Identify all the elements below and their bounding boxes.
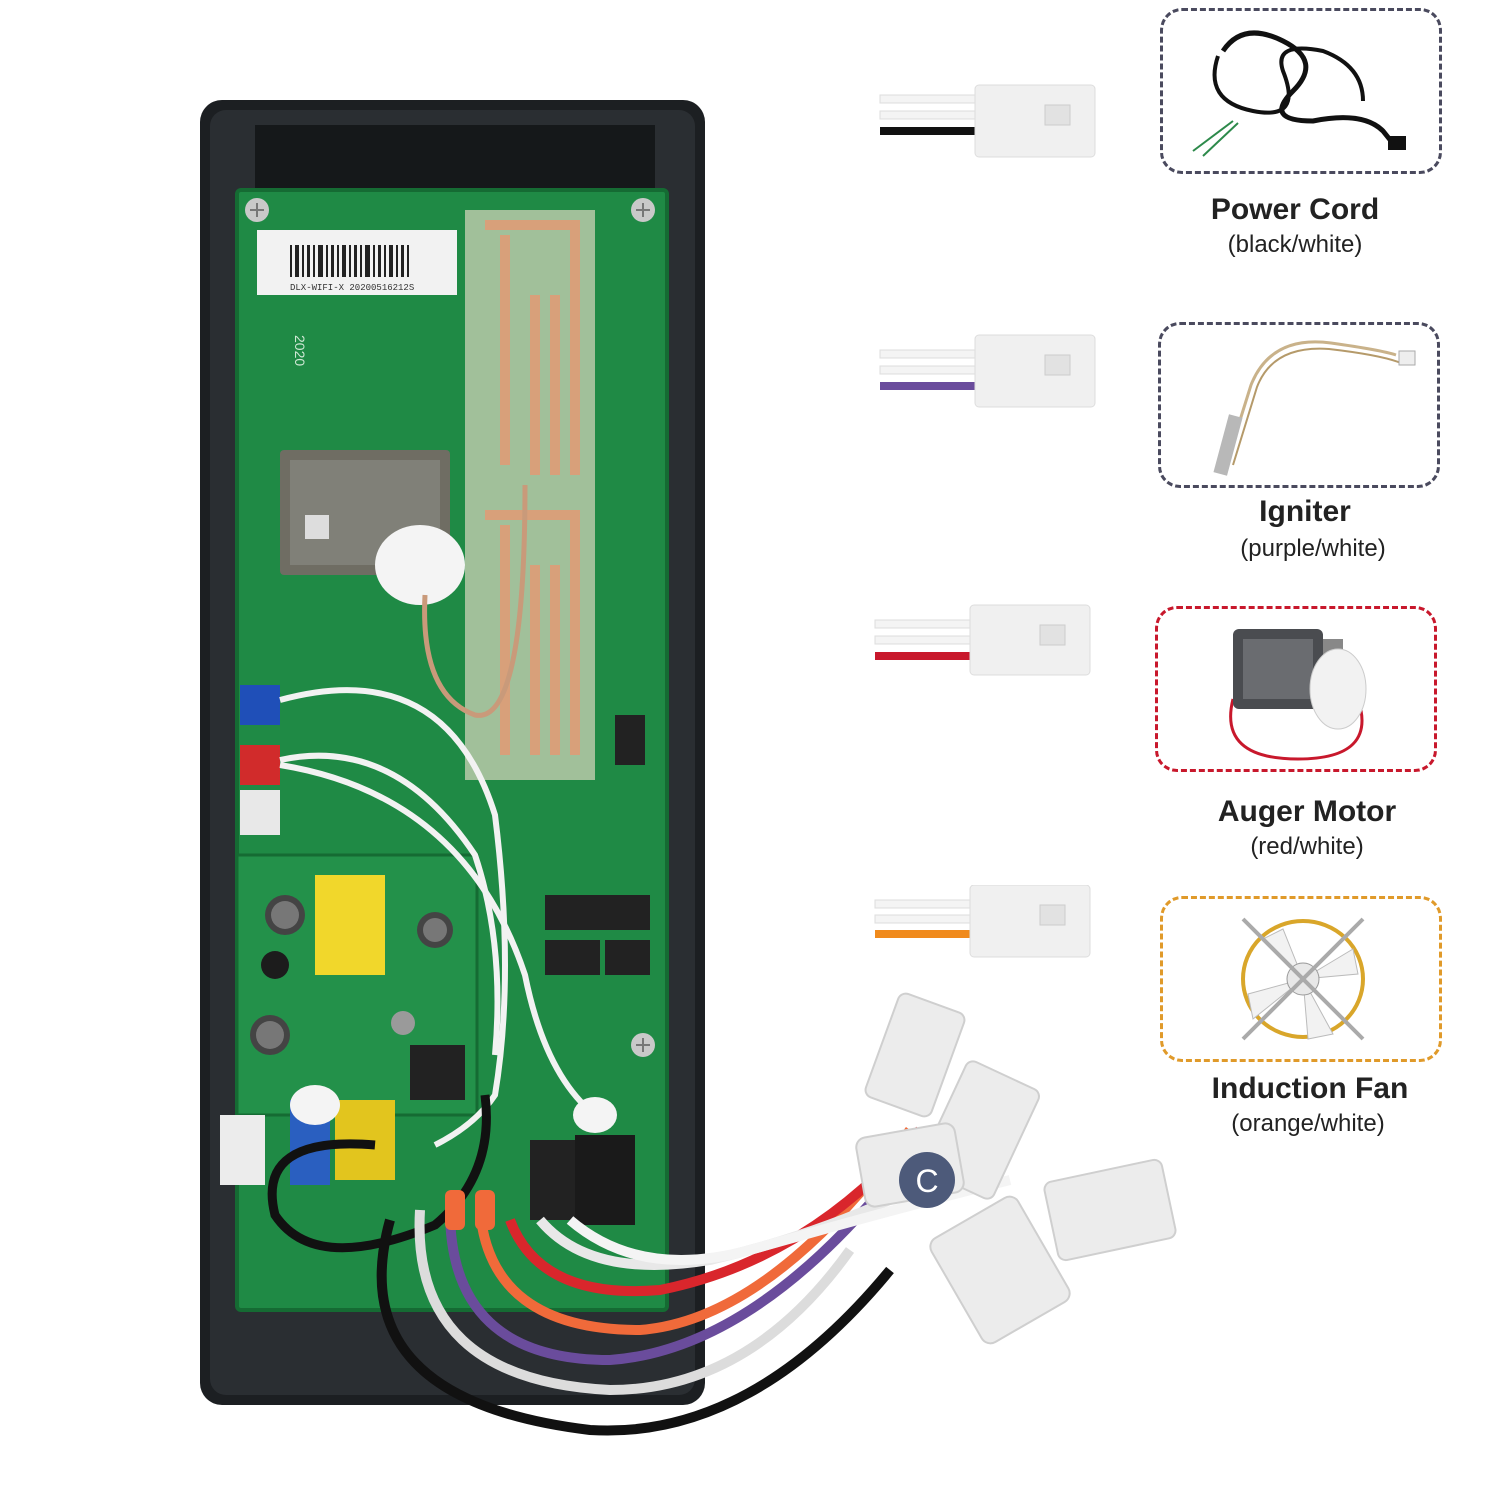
auger-motor-connector bbox=[870, 600, 1110, 690]
igniter-box bbox=[1158, 322, 1440, 488]
igniter-subtitle: (purple/white) bbox=[1240, 535, 1386, 562]
svg-text:C: C bbox=[915, 1163, 938, 1199]
power-cord-subtitle: (black/white) bbox=[1227, 231, 1363, 258]
wire-harness-image: C bbox=[190, 960, 1200, 1500]
igniter-title: Igniter bbox=[1259, 495, 1351, 528]
auger-motor-box bbox=[1155, 606, 1437, 772]
induction-fan-box bbox=[1160, 896, 1442, 1062]
auger-motor-icon bbox=[1229, 629, 1367, 761]
induction-fan-subtitle: (orange/white) bbox=[1231, 1110, 1385, 1137]
control-board-image: DLX-WIFI-X 20200516212S 2020 bbox=[195, 95, 715, 1415]
induction-fan-icon bbox=[1241, 917, 1365, 1041]
board-year-mark: 2020 bbox=[292, 335, 308, 366]
power-cord-box bbox=[1160, 8, 1442, 174]
igniter-connector bbox=[875, 330, 1115, 420]
auger-motor-title: Auger Motor bbox=[1217, 795, 1397, 828]
auger-motor-subtitle: (red/white) bbox=[1250, 833, 1364, 860]
power-cord-icon bbox=[1192, 30, 1406, 157]
power-cord-connector bbox=[875, 75, 1115, 165]
induction-fan-title: Induction Fan bbox=[1211, 1072, 1409, 1105]
igniter-icon bbox=[1213, 340, 1416, 476]
power-cord-title: Power Cord bbox=[1210, 193, 1380, 226]
induction-fan-connector bbox=[870, 885, 1110, 975]
board-serial-label: DLX-WIFI-X 20200516212S bbox=[290, 283, 414, 293]
